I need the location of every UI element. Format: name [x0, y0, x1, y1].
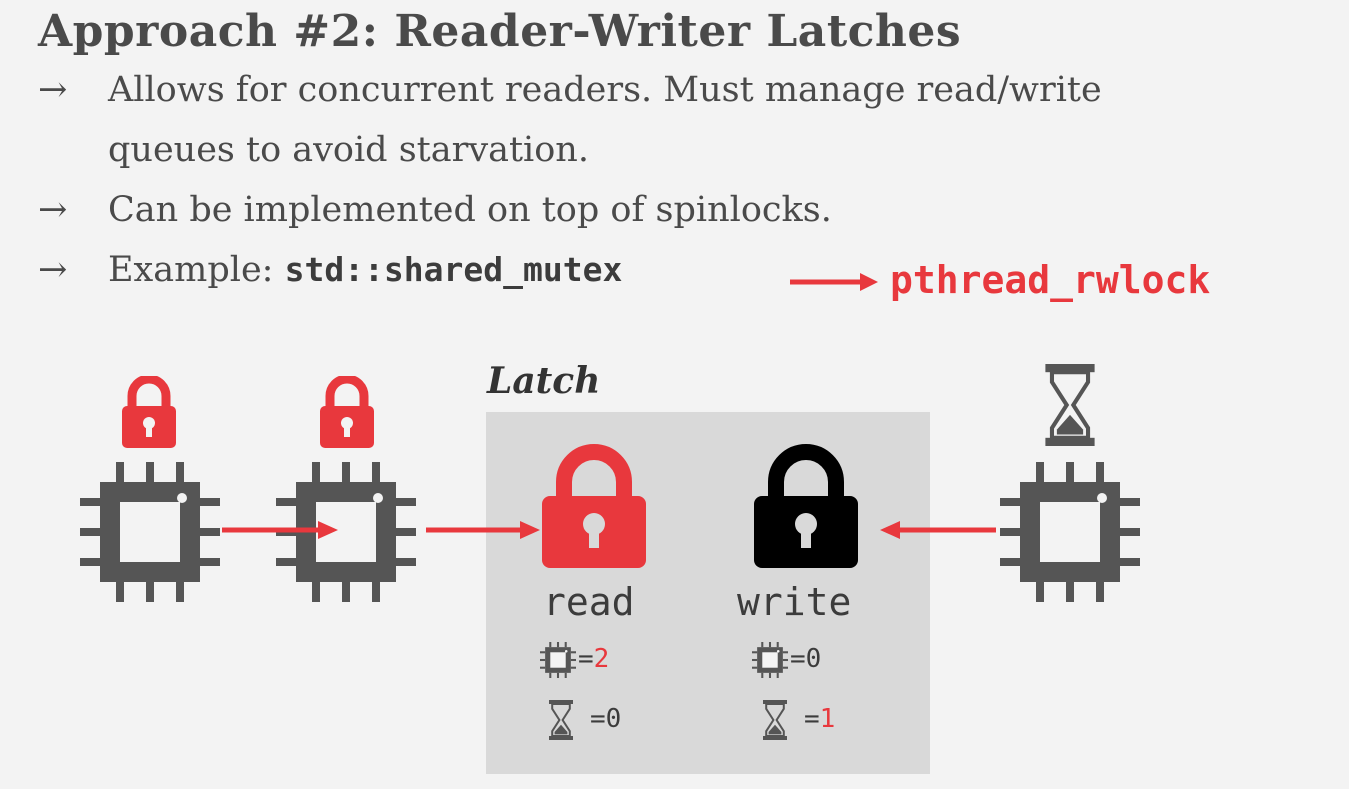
bullet-text: Can be implemented on top of spinlocks.	[108, 190, 832, 230]
arrow-icon	[222, 521, 338, 539]
red-lock-icon	[320, 376, 374, 448]
count-value: 2	[593, 644, 610, 674]
hourglass-icon	[1040, 364, 1100, 446]
equals-sign: =	[590, 704, 606, 734]
example-arrow-icon	[790, 273, 878, 291]
latch-title: Latch	[487, 360, 601, 402]
cpu-icon	[1000, 462, 1140, 602]
equals-sign: =	[790, 644, 806, 674]
bullet-2: → Can be implemented on top of spinlocks.	[38, 190, 832, 230]
bullet-text: Allows for concurrent readers. Must mana…	[108, 70, 1102, 110]
bullet-arrow: →	[38, 70, 68, 110]
bullet-text: Example:	[108, 250, 285, 290]
cpu-icon	[540, 642, 576, 678]
red-lock-icon	[122, 376, 176, 448]
read-lock-icon	[542, 444, 646, 568]
bullet-arrow: →	[38, 250, 68, 290]
slide-title: Approach #2: Reader-Writer Latches	[38, 6, 962, 57]
hourglass-icon	[548, 700, 574, 740]
count-value: 1	[819, 704, 836, 734]
bullet-1-continuation: queues to avoid starvation.	[108, 130, 589, 170]
code-std-shared-mutex: std::shared_mutex	[284, 250, 623, 289]
bullet-3: → Example: std::shared_mutex	[38, 250, 622, 290]
write-cpu-count: =0	[790, 644, 821, 674]
cpu-icon	[752, 642, 788, 678]
read-label: read	[543, 580, 635, 624]
write-label: write	[737, 580, 852, 624]
arrow-icon	[426, 521, 540, 539]
write-wait-count: =1	[804, 704, 835, 734]
write-lock-icon	[754, 444, 858, 568]
bullet-1: → Allows for concurrent readers. Must man…	[38, 70, 1102, 110]
equals-sign: =	[578, 644, 594, 674]
code-pthread-rwlock: pthread_rwlock	[890, 258, 1211, 302]
read-cpu-count: =2	[578, 644, 609, 674]
read-wait-count: =0	[590, 704, 621, 734]
equals-sign: =	[804, 704, 820, 734]
bullet-arrow: →	[38, 190, 68, 230]
cpu-icon	[80, 462, 220, 602]
count-value: 0	[805, 644, 822, 674]
hourglass-icon	[762, 700, 788, 740]
count-value: 0	[605, 704, 622, 734]
arrow-icon	[880, 521, 996, 539]
